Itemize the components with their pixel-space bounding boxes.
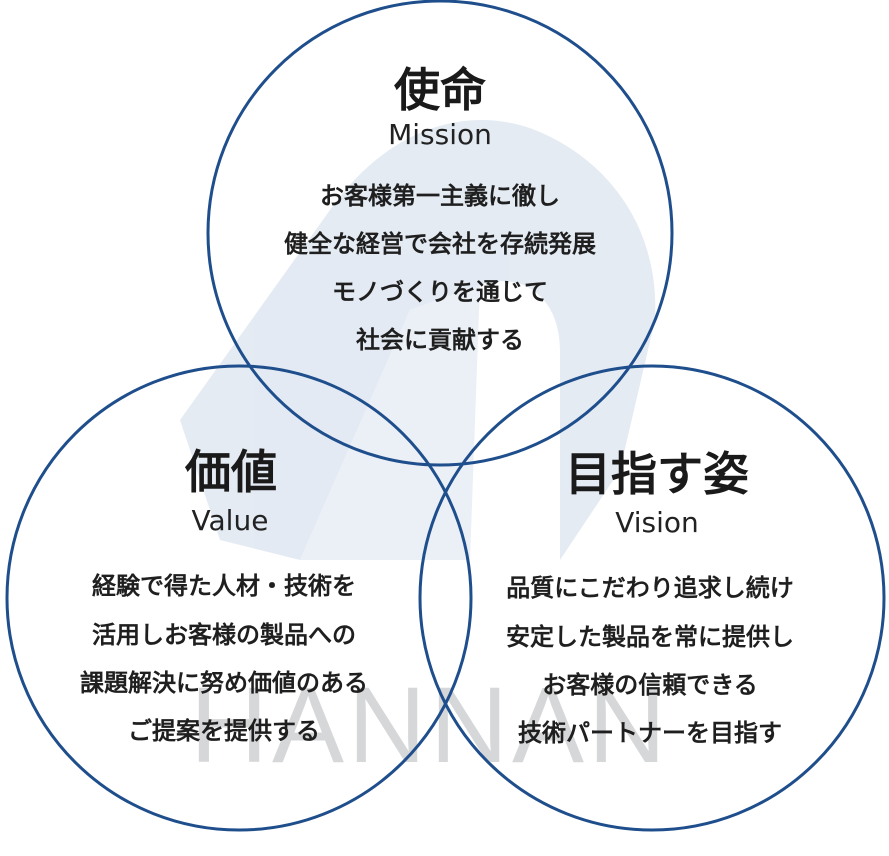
- mission-circle: [206, 0, 674, 467]
- vision-line: 技術パートナーを目指す: [518, 719, 782, 747]
- mission-line: 社会に貢献する: [356, 326, 524, 354]
- value-line: 経験で得た人材・技術を: [92, 572, 356, 600]
- mission-line: モノづくりを通じて: [332, 278, 548, 306]
- vision-title: 目指す姿: [565, 447, 749, 501]
- vision-line: お客様の信頼できる: [542, 671, 758, 699]
- vision-block: 目指す姿 Vision 品質にこだわり追求し続け 安定した製品を常に提供し お客…: [506, 447, 794, 747]
- value-circle: [5, 364, 473, 832]
- value-block: 価値 Value 経験で得た人材・技術を 活用しお客様の製品への 課題解決に努め…: [80, 445, 368, 745]
- value-line: ご提案を提供する: [128, 717, 320, 745]
- vision-line: 安定した製品を常に提供し: [506, 623, 794, 651]
- mission-subtitle: Mission: [388, 118, 492, 151]
- value-title: 価値: [184, 445, 277, 499]
- value-line: 活用しお客様の製品への: [92, 621, 356, 649]
- mission-line: 健全な経営で会社を存続発展: [284, 230, 596, 258]
- watermark-shape-main: [180, 119, 656, 561]
- value-line: 課題解決に努め価値のある: [80, 669, 368, 697]
- vision-subtitle: Vision: [615, 506, 699, 539]
- vision-line: 品質にこだわり追求し続け: [506, 574, 794, 602]
- mission-line: お客様第一主義に徹し: [320, 182, 560, 210]
- vision-circle: [418, 364, 886, 832]
- value-subtitle: Value: [192, 504, 269, 537]
- mission-title: 使命: [394, 63, 486, 117]
- watermark-text: HANNAN: [190, 664, 670, 785]
- mission-block: 使命 Mission お客様第一主義に徹し 健全な経営で会社を存続発展 モノづく…: [284, 63, 596, 354]
